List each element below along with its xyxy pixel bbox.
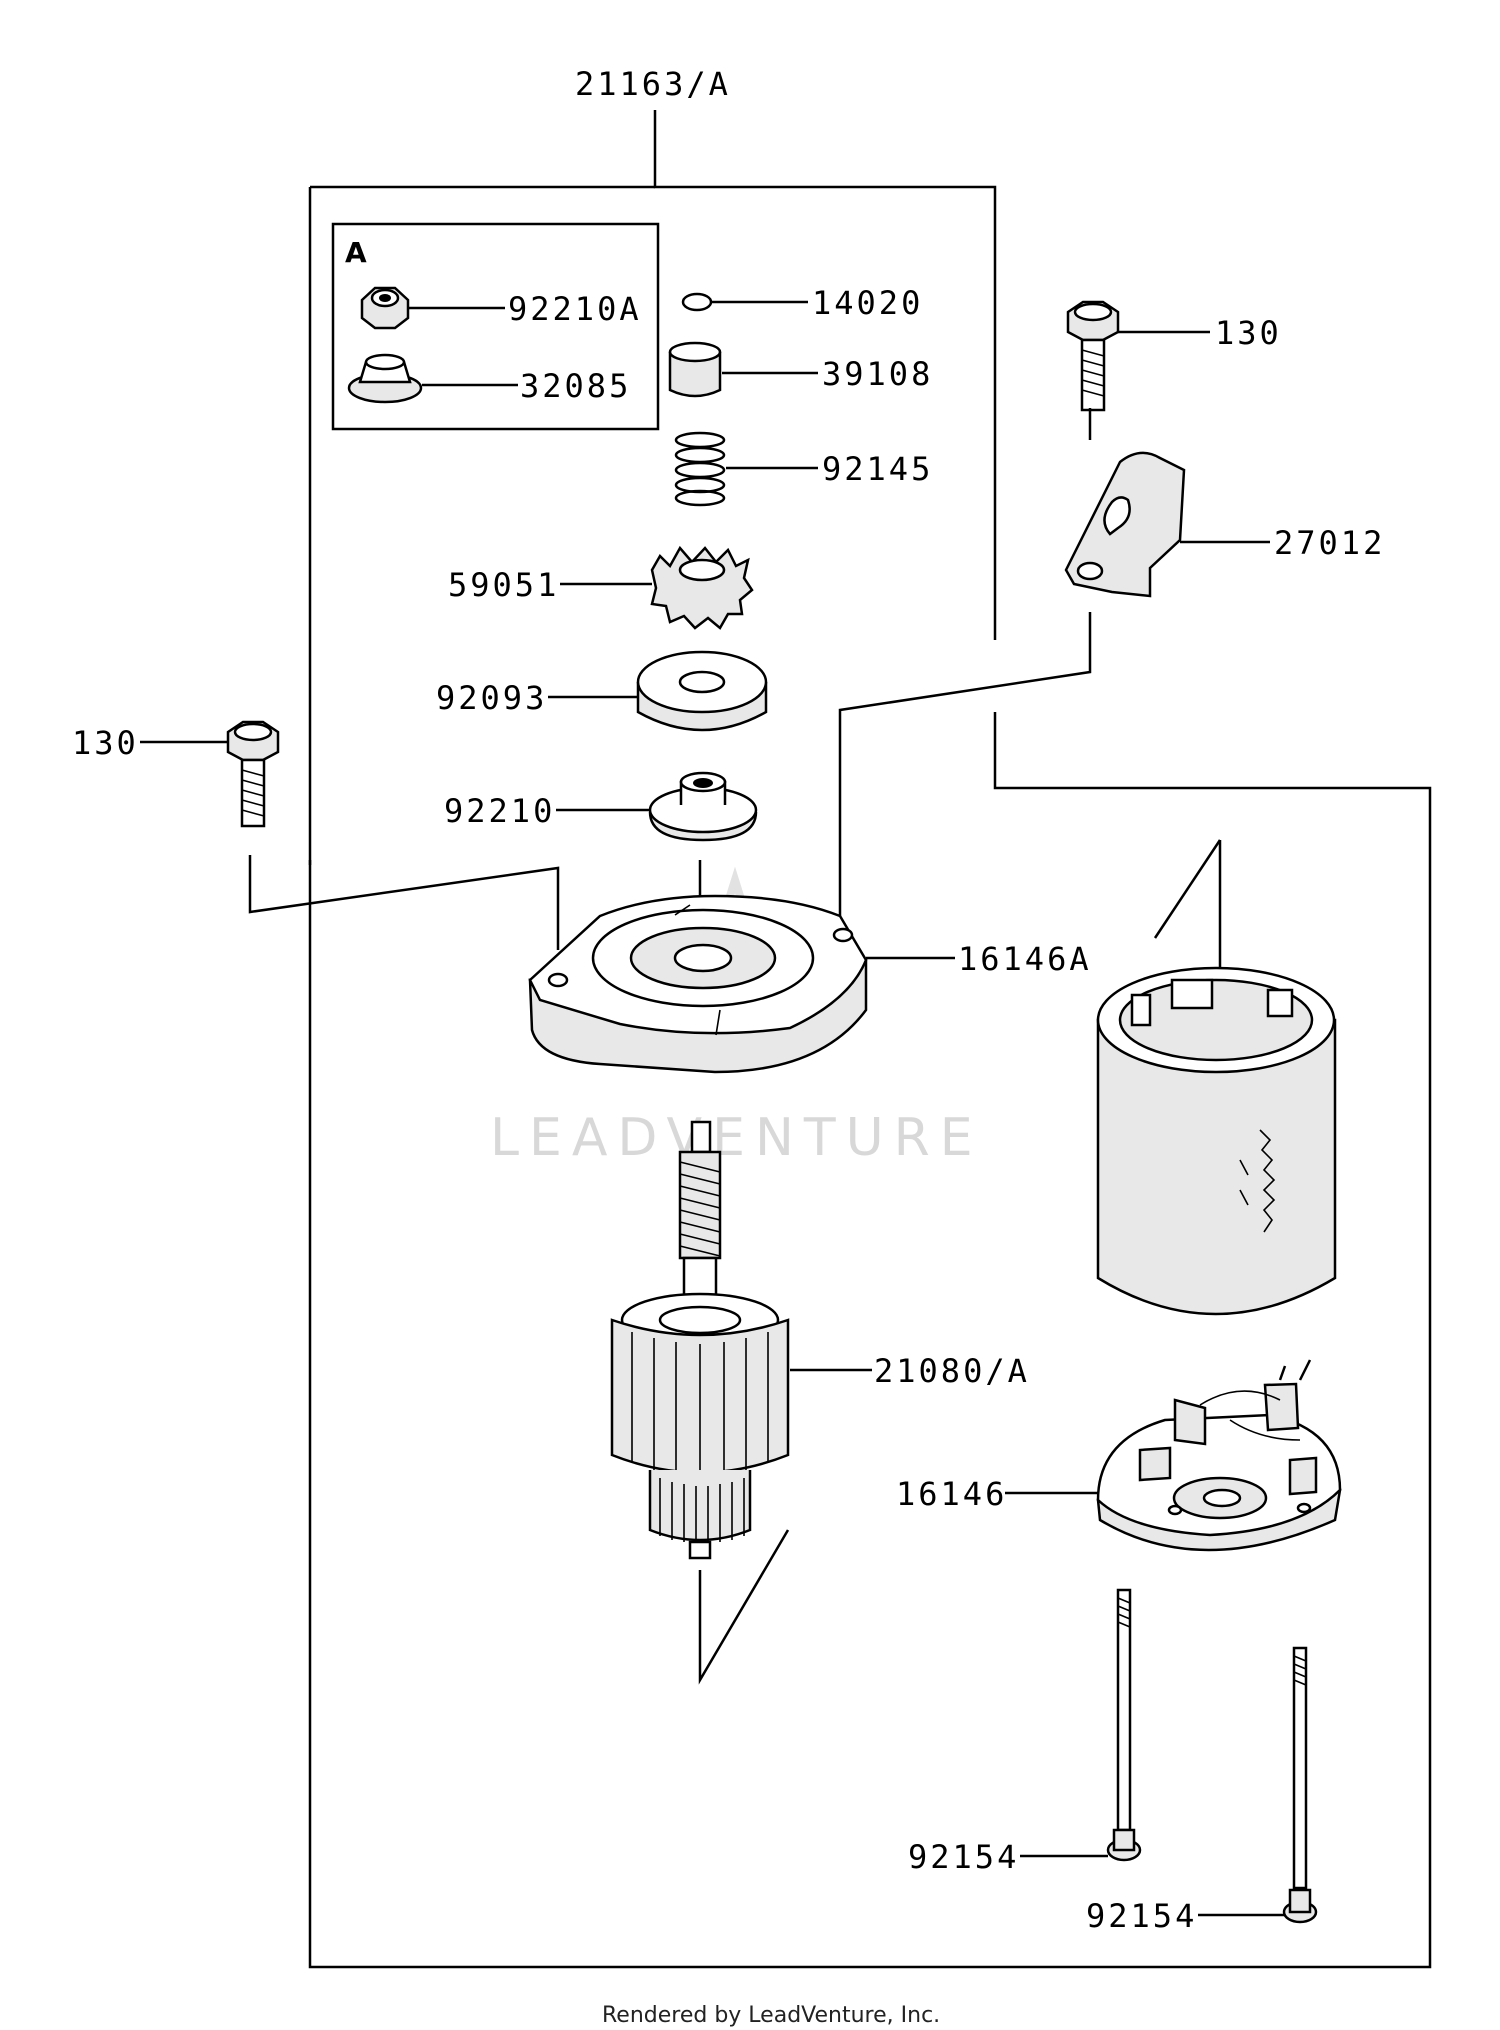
label-21080A: 21080/A bbox=[874, 1352, 1030, 1390]
through-bolt-92154-a: 92154 bbox=[908, 1588, 1142, 1876]
collar-32085: 32085 bbox=[347, 353, 631, 405]
label-130-left: 130 bbox=[72, 724, 139, 762]
bushing-39108: 39108 bbox=[668, 341, 933, 398]
leader-armature-bottom bbox=[698, 1529, 790, 1685]
cover-16146A: 16146A bbox=[528, 894, 1092, 1074]
label-92154-a: 92154 bbox=[908, 1838, 1019, 1876]
ring-14020: 14020 bbox=[681, 284, 923, 322]
bolt-130-left: 130 bbox=[72, 720, 280, 828]
kit-a-label: A bbox=[345, 236, 367, 269]
gear-59051: 59051 bbox=[448, 545, 754, 630]
footer-credit: Rendered by LeadVenture, Inc. bbox=[602, 2003, 940, 2028]
label-14020: 14020 bbox=[812, 284, 923, 322]
label-16146: 16146 bbox=[896, 1475, 1007, 1513]
nut-92210A: 92210A bbox=[360, 286, 642, 330]
yoke-housing bbox=[1096, 839, 1337, 1316]
spring-92145: 92145 bbox=[674, 431, 933, 507]
label-92210: 92210 bbox=[444, 792, 555, 830]
kit-a-box: A bbox=[331, 222, 660, 431]
through-bolt-92154-b: 92154 bbox=[1086, 1646, 1318, 1935]
label-92154-b: 92154 bbox=[1086, 1897, 1197, 1935]
bracket-27012: 27012 bbox=[1064, 451, 1385, 598]
label-39108: 39108 bbox=[822, 355, 933, 393]
leader-bolt-left bbox=[248, 855, 560, 950]
label-92145: 92145 bbox=[822, 450, 933, 488]
label-92210A: 92210A bbox=[508, 290, 642, 328]
label-32085: 32085 bbox=[520, 367, 631, 405]
watermark-text: LEADVENTURE bbox=[490, 1108, 983, 1168]
brush-holder-16146: 16146 bbox=[896, 1359, 1342, 1552]
label-92093: 92093 bbox=[436, 679, 547, 717]
flange-nut-92210: 92210 bbox=[444, 771, 758, 842]
washer-92093: 92093 bbox=[436, 650, 768, 732]
label-130-right: 130 bbox=[1215, 314, 1282, 352]
label-27012: 27012 bbox=[1274, 524, 1385, 562]
bolt-130-right: 130 bbox=[1066, 300, 1282, 412]
leader-bracket-flange bbox=[838, 612, 1092, 928]
assembly-frame bbox=[308, 110, 1432, 1969]
label-59051: 59051 bbox=[448, 566, 559, 604]
armature-21080A: 21080/A bbox=[610, 1120, 1030, 1560]
label-16146A: 16146A bbox=[958, 940, 1092, 978]
label-21163A: 21163/A bbox=[575, 65, 731, 103]
